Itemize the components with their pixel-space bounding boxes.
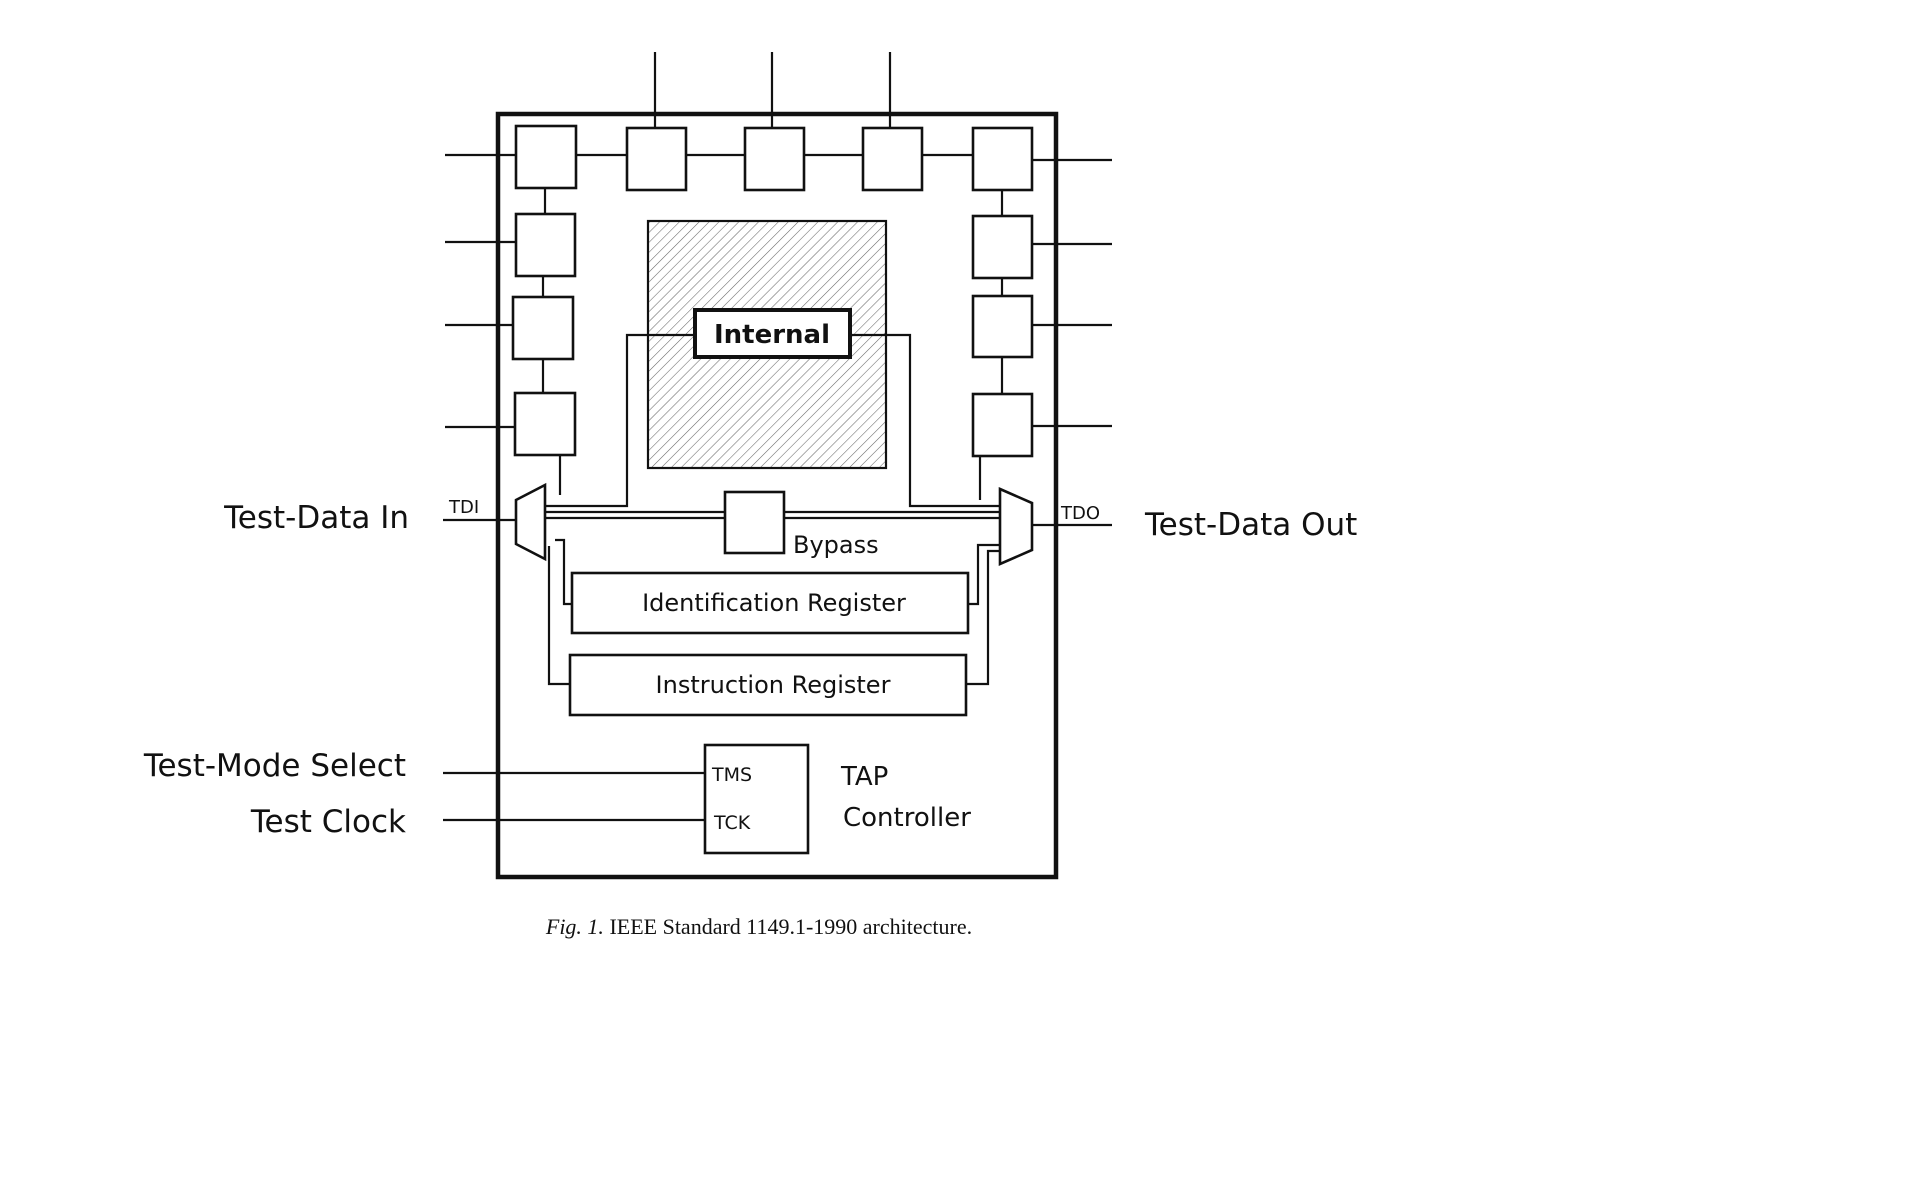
- boundary-scan-cell: [971, 214, 1034, 280]
- boundary-scan-cell: [861, 126, 924, 192]
- internal-register: [693, 308, 852, 359]
- bypass-label: Bypass: [793, 531, 879, 559]
- identification-register-label: Identification Register: [642, 589, 906, 617]
- tms-pin-label: TMS: [711, 764, 752, 786]
- tdo-multiplexer: [998, 487, 1034, 566]
- left-pins: [445, 153, 516, 429]
- boundary-scan-cell: [511, 295, 575, 361]
- jtag-architecture-diagram: Internal Bypass Identification Register: [143, 52, 1357, 939]
- boundary-scan-cell: [971, 392, 1034, 458]
- tap-controller-label: Controller: [843, 803, 971, 833]
- boundary-scan-cell: [971, 294, 1034, 359]
- boundary-scan-cell: [513, 391, 577, 457]
- test-mode-select-label: Test-Mode Select: [143, 748, 406, 784]
- tdo-pin-label: TDO: [1060, 503, 1100, 524]
- figure-caption-text: IEEE Standard 1149.1-1990 architecture.: [609, 914, 972, 939]
- boundary-scan-cell: [514, 212, 577, 278]
- figure-caption-prefix: Fig. 1.: [545, 914, 604, 939]
- tap-controller: [703, 743, 810, 855]
- boundary-scan-cell: [743, 126, 806, 192]
- test-clock-label: Test Clock: [250, 804, 406, 840]
- top-pins: [653, 52, 892, 128]
- tck-pin-label: TCK: [713, 812, 751, 834]
- boundary-scan-cells: [511, 124, 1034, 458]
- data-paths: [443, 333, 1112, 686]
- tap-label: TAP: [840, 762, 888, 792]
- tdi-pin-label: TDI: [448, 497, 479, 518]
- bypass-register: [723, 490, 786, 555]
- figure-caption: Fig. 1. IEEE Standard 1149.1-1990 archit…: [545, 914, 972, 939]
- internal-register-label: Internal: [714, 320, 830, 350]
- boundary-scan-cell: [625, 126, 688, 192]
- identification-register: [570, 571, 970, 635]
- test-data-out-label: Test-Data Out: [1144, 507, 1357, 543]
- boundary-scan-cell: [514, 124, 578, 190]
- instruction-register: [568, 653, 968, 717]
- instruction-register-label: Instruction Register: [656, 671, 891, 699]
- boundary-scan-chain-wiring: [541, 153, 1004, 394]
- boundary-scan-cell: [971, 126, 1034, 192]
- chip-outline: [495, 111, 1059, 880]
- right-pins: [1032, 158, 1112, 428]
- test-data-in-label: Test-Data In: [223, 500, 409, 536]
- tdi-multiplexer: [514, 482, 547, 562]
